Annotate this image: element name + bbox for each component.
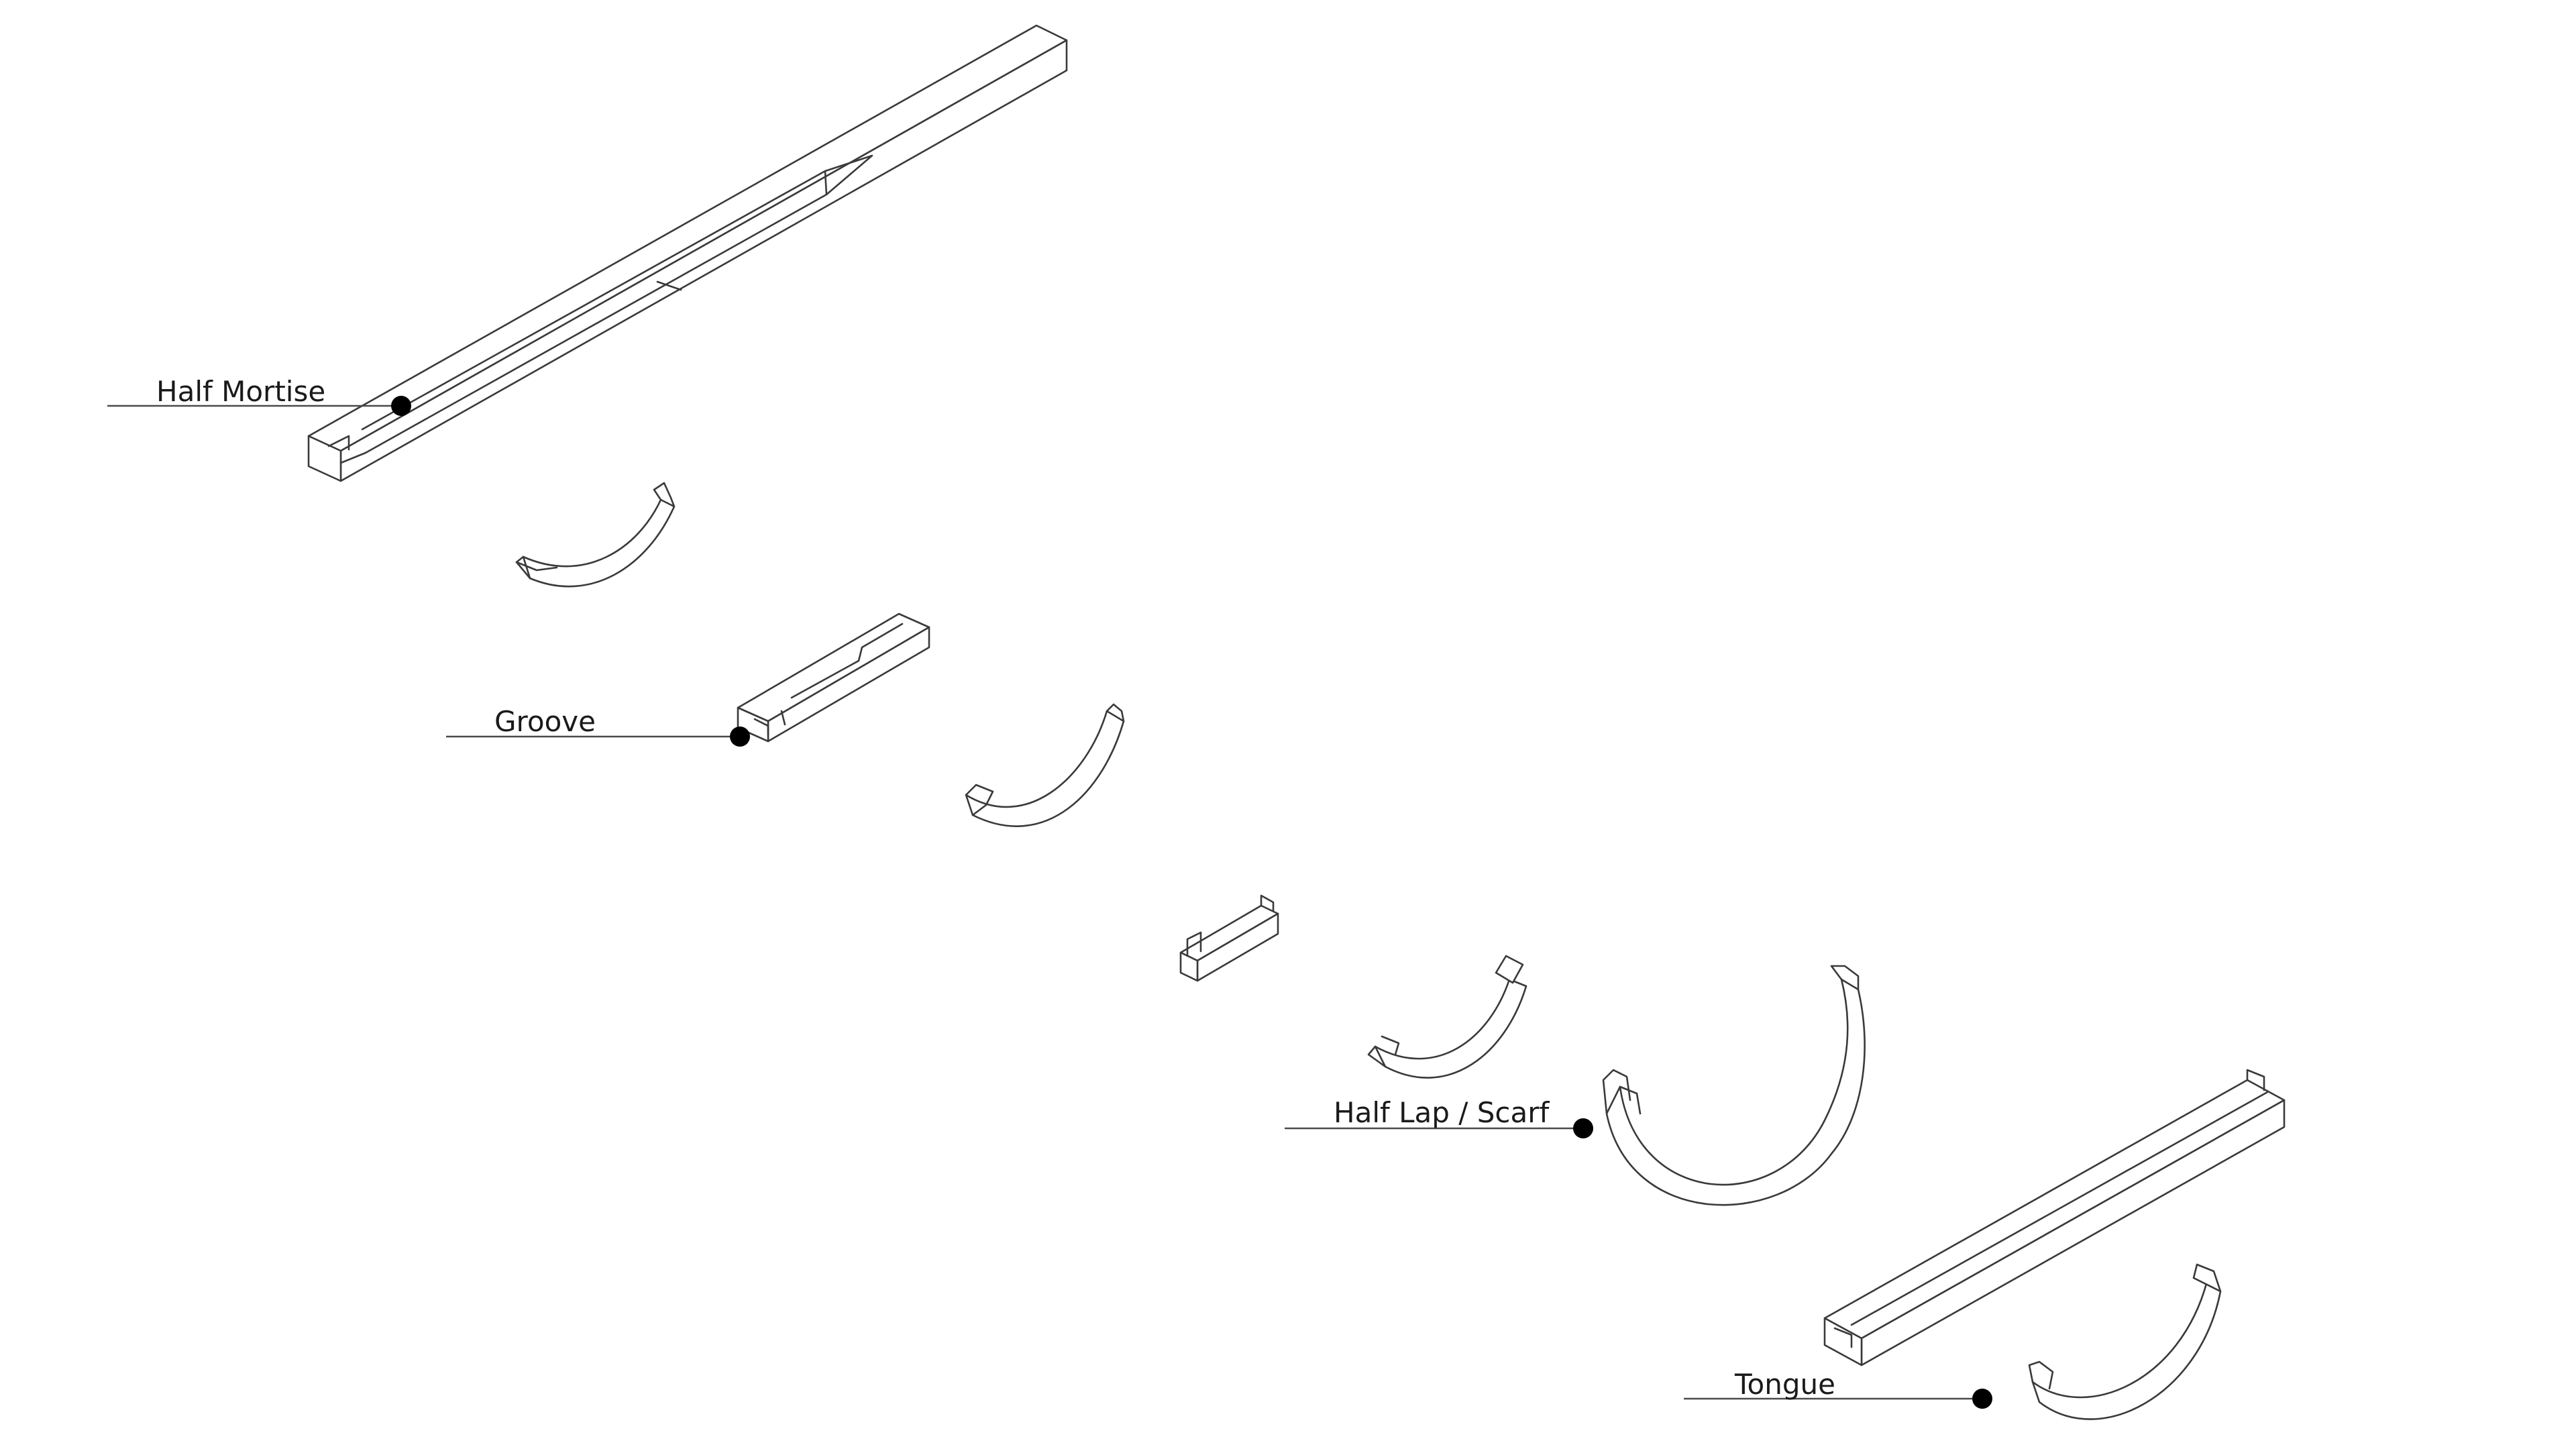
half-lap-scarf-ring bbox=[1602, 965, 1866, 1206]
leader-half-mortise bbox=[107, 396, 411, 416]
curved-segment-3 bbox=[1367, 955, 1527, 1079]
curved-segment-1 bbox=[515, 482, 676, 588]
leader-tongue bbox=[1684, 1389, 1992, 1409]
curved-segment-2 bbox=[965, 703, 1125, 827]
leader-half-lap-scarf bbox=[1285, 1118, 1593, 1138]
label-tongue: Tongue bbox=[1735, 1368, 1835, 1401]
label-half-lap-scarf: Half Lap / Scarf bbox=[1334, 1096, 1550, 1129]
connector-block bbox=[1179, 894, 1279, 982]
half-mortise-beam bbox=[307, 24, 1068, 482]
leader-groove bbox=[446, 727, 750, 747]
tongue-beam bbox=[1823, 1069, 2286, 1366]
groove-block bbox=[737, 612, 930, 743]
curved-segment-4 bbox=[2028, 1263, 2222, 1420]
label-half-mortise: Half Mortise bbox=[156, 375, 326, 408]
label-groove: Groove bbox=[494, 705, 596, 738]
